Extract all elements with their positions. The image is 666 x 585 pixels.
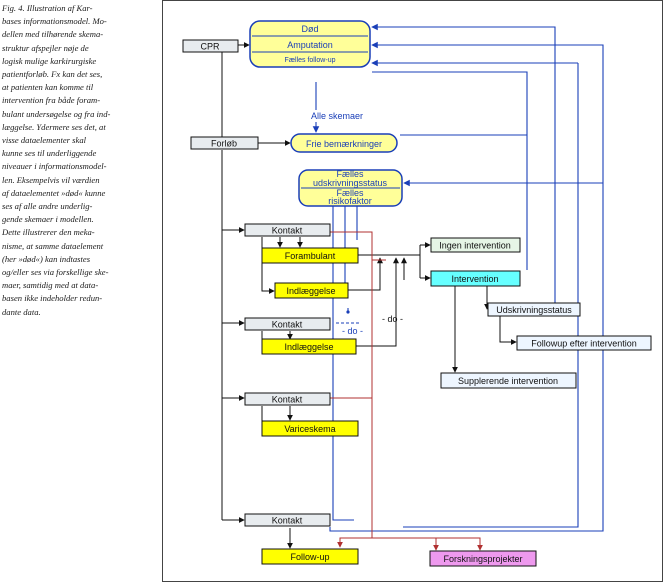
indlaeggelse2-up-arrow — [356, 257, 399, 347]
udskrivningsstatus-top-label: udskrivningsstatus — [313, 178, 388, 188]
frie-label: Frie bemærkninger — [306, 139, 382, 149]
indlaeggelse-node-1: Indlæggelse — [274, 282, 349, 299]
alle-skemaer-label: Alle skemaer — [311, 111, 363, 121]
forlob-label: Forløb — [211, 139, 237, 149]
caption-line: Fig. 4. Illustration af Kar- — [2, 3, 93, 13]
caption-line: læggelse. Ydermere ses det, at — [2, 121, 106, 132]
forlob-node: Forløb — [190, 136, 259, 150]
supplerende-node: Supplerende intervention — [440, 372, 577, 389]
kontakt-node-2: Kontakt — [244, 317, 331, 331]
udskrivning-to-followup-efter — [499, 316, 517, 345]
frie-bemaerkninger-node: Frie bemærkninger — [290, 133, 398, 153]
indlaeggelse2-label: Indlæggelse — [284, 342, 333, 352]
forambulant-label: Forambulant — [285, 251, 336, 261]
caption-line: logisk mulige karkirurgiske — [2, 55, 97, 66]
kontakt3-label: Kontakt — [272, 395, 303, 405]
do-indicators: - do - - do - — [336, 310, 403, 336]
cpr-node: CPR — [182, 39, 239, 53]
variceskema-node: Variceskema — [261, 420, 359, 437]
faelles1-label: Fælles — [336, 169, 364, 179]
dod-label: Død — [301, 24, 318, 34]
indlaeggelse1-label: Indlæggelse — [286, 286, 335, 296]
caption-line: len. Eksempelvis vil værdien — [2, 174, 100, 185]
red-line-to-forskning — [372, 537, 483, 551]
followup-to-dod-line — [329, 41, 604, 532]
followup-label: Follow-up — [290, 552, 329, 562]
udskrivning-to-dod-arrow — [371, 23, 556, 316]
followup-efter-label: Followup efter intervention — [531, 339, 637, 349]
kontakt-node-4: Kontakt — [244, 513, 331, 527]
followup-node: Follow-up — [261, 548, 359, 565]
indlaeggelse1-up-arrow — [348, 257, 383, 291]
faelles-followup-label: Fælles follow-up — [285, 57, 336, 64]
caption-line: struktur afspejler nøje de — [2, 42, 89, 53]
caption-line: visse dataelementer skal — [2, 135, 87, 146]
caption-line: nisme, at samme dataelement — [2, 240, 104, 251]
do-label-2: - do - — [382, 314, 403, 324]
faelles-node: Fælles udskrivningsstatus Fælles risikof… — [298, 169, 403, 207]
blue-vertical-1 — [332, 205, 354, 521]
followup-efter-node: Followup efter intervention — [516, 335, 652, 351]
kontakt2-label: Kontakt — [272, 320, 303, 330]
caption-line: af dataelementet »død« kunne — [2, 187, 106, 198]
caption-line: og/eller ses via forskellige ske- — [2, 267, 109, 278]
kontakt4-label: Kontakt — [272, 516, 303, 526]
figure-caption: Fig. 4. Illustration af Kar- bases infor… — [2, 2, 157, 319]
caption-line: patientforløb. Fx kan det ses, — [2, 69, 103, 80]
ingen-intervention-label: Ingen intervention — [439, 241, 511, 251]
caption-line: dellen med tilhørende skema- — [2, 29, 104, 40]
caption-line: bulant undersøgelse og fra ind- — [2, 108, 111, 119]
caption-line: at patienten kan komme til — [2, 82, 94, 93]
caption-line: maer, samtidig med at data- — [2, 280, 99, 291]
caption-line: niveauer i informationsmodel- — [2, 161, 107, 172]
caption-line: gende skemaer i modellen. — [2, 214, 94, 225]
caption-line: kunne ses til underliggende — [2, 148, 97, 159]
udskrivningsstatus-label: Udskrivningsstatus — [496, 305, 572, 315]
kontakt-node-1: Kontakt — [244, 223, 331, 237]
forskning-label: Forskningsprojekter — [443, 554, 522, 564]
red-connectors — [330, 231, 483, 551]
caption-line: ses af alle andre underlig- — [2, 201, 93, 212]
intervention-label: Intervention — [451, 274, 498, 284]
cpr-label: CPR — [200, 42, 220, 52]
variceskema-label: Variceskema — [284, 424, 335, 434]
udskrivningsstatus-node: Udskrivningsstatus — [487, 302, 581, 317]
caption-line: dante data. — [2, 306, 41, 317]
ingen-intervention-node: Ingen intervention — [430, 237, 521, 253]
caption-line: intervention fra både foram- — [2, 95, 101, 106]
faelles2-label: Fælles — [336, 188, 364, 198]
intervention-node: Intervention — [430, 270, 521, 287]
kontakt1-label: Kontakt — [272, 226, 303, 236]
caption-line: bases informationsmodel. Mo- — [2, 16, 107, 27]
forambulant-node: Forambulant — [261, 247, 359, 264]
amputation-label: Amputation — [287, 40, 333, 50]
kontakt-node-3: Kontakt — [244, 392, 331, 406]
indlaeggelse-node-2: Indlæggelse — [261, 338, 357, 355]
red-line-to-followup — [330, 231, 373, 548]
forskning-node: Forskningsprojekter — [429, 550, 537, 567]
dod-amputation-node: Død Amputation Fælles follow-up — [249, 20, 371, 68]
caption-line: basen ikke indeholder redun- — [2, 293, 103, 304]
kontakt1-to-indlaeggelse — [261, 237, 275, 294]
diagram-frame — [162, 0, 663, 582]
caption-line: (her »død«) kan indtastes — [2, 253, 91, 264]
supplerende-label: Supplerende intervention — [458, 376, 558, 386]
black-connectors — [221, 42, 517, 549]
caption-line: Dette illustrerer den meka- — [2, 227, 95, 238]
do-label-1: - do - — [342, 326, 363, 336]
risikofaktor-label: risikofaktor — [328, 196, 372, 206]
